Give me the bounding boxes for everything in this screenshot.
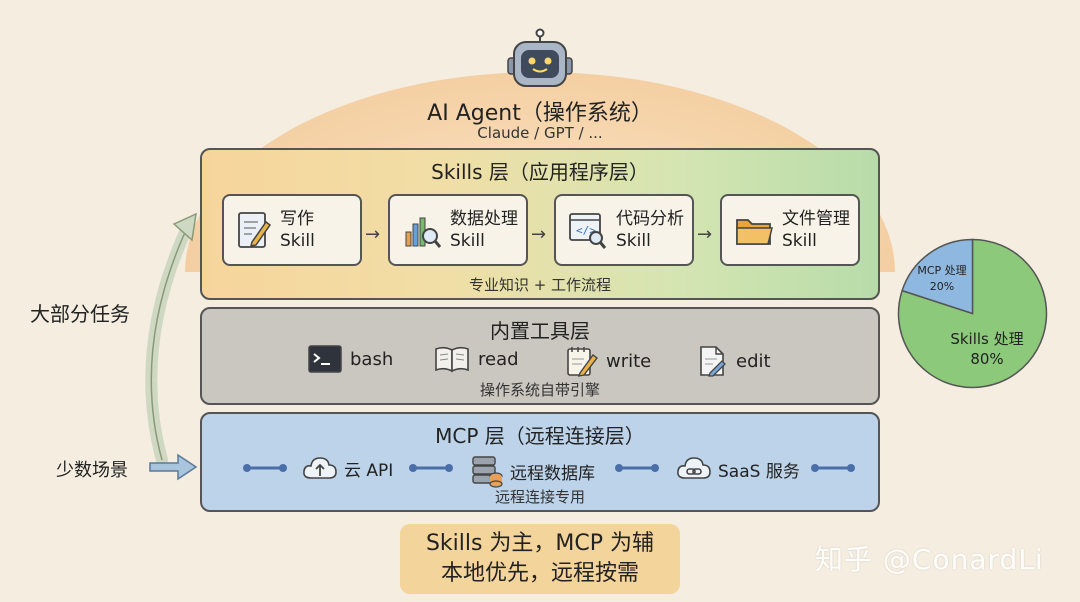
pie-label-mcp: MCP 处理 bbox=[917, 264, 966, 277]
skill-sub: Skill bbox=[616, 231, 651, 251]
database-icon bbox=[472, 456, 503, 488]
arrow-right-icon: → bbox=[365, 224, 381, 245]
motto-line-2: 本地优先，远程按需 bbox=[440, 561, 639, 586]
skill-card-writing[interactable]: 写作 Skill bbox=[222, 194, 362, 266]
skill-name: 数据处理 bbox=[450, 209, 518, 229]
tool-label: edit bbox=[736, 350, 771, 372]
folder-icon bbox=[736, 219, 773, 245]
cloud-upload-icon bbox=[303, 457, 337, 479]
pie-label-skills: Skills 处理 bbox=[950, 330, 1023, 348]
arrow-right-icon bbox=[149, 453, 198, 481]
label-most-tasks: 大部分任务 bbox=[30, 302, 130, 326]
motto-line-1: Skills 为主，MCP 为辅 bbox=[425, 531, 655, 556]
tool-read[interactable]: read bbox=[434, 345, 519, 373]
watermark: 知乎 @ConardLi bbox=[815, 543, 1044, 576]
tool-edit[interactable]: edit bbox=[698, 345, 771, 377]
pie-pct-skills: 80% bbox=[970, 350, 1003, 368]
skill-card-files[interactable]: 文件管理 Skill bbox=[720, 194, 860, 266]
data-chart-icon bbox=[405, 217, 442, 248]
tools-layer: 内置工具层 bash read write bbox=[200, 307, 880, 405]
connector-link-icon bbox=[615, 464, 659, 472]
mcp-layer-title: MCP 层（远程连接层） bbox=[435, 424, 645, 448]
tool-write[interactable]: write bbox=[566, 345, 651, 377]
label-few-scenarios: 少数场景 bbox=[56, 460, 128, 481]
pie-slice-1 bbox=[901, 238, 974, 315]
pie-slice-0 bbox=[897, 238, 1048, 389]
terminal-icon bbox=[308, 345, 342, 373]
connector-link-icon bbox=[409, 464, 453, 472]
tool-label: bash bbox=[350, 348, 394, 370]
tool-bash[interactable]: bash bbox=[308, 345, 393, 373]
arrow-right-icon: → bbox=[531, 224, 547, 245]
agent-subtitle: Claude / GPT / ... bbox=[477, 124, 603, 142]
writing-icon bbox=[238, 212, 272, 248]
ratio-pie-chart: Skills 处理 80% MCP 处理 20% bbox=[897, 238, 1048, 389]
book-icon bbox=[435, 346, 469, 373]
mcp-item-label: 云 API bbox=[344, 460, 394, 481]
motto-box: Skills 为主，MCP 为辅 本地优先，远程按需 bbox=[400, 524, 680, 594]
cloud-link-icon bbox=[677, 457, 711, 479]
skill-card-data[interactable]: 数据处理 Skill bbox=[388, 194, 528, 266]
mcp-item-label: 远程数据库 bbox=[510, 463, 595, 484]
skill-name: 写作 bbox=[280, 209, 314, 229]
tools-layer-footer: 操作系统自带引擎 bbox=[479, 381, 600, 399]
tool-label: write bbox=[606, 350, 652, 372]
agent-title: AI Agent（操作系统） bbox=[427, 101, 653, 126]
tools-layer-title: 内置工具层 bbox=[490, 319, 590, 343]
pie-pct-mcp: 20% bbox=[930, 280, 954, 293]
skill-sub: Skill bbox=[450, 231, 485, 251]
curved-arrow-up-icon bbox=[145, 212, 197, 466]
skills-layer: Skills 层（应用程序层） 写作 Skill → 数据处理 Skill → bbox=[200, 148, 880, 300]
mcp-item-remote-db[interactable]: 远程数据库 bbox=[470, 454, 595, 488]
code-window-icon: </> bbox=[569, 213, 607, 249]
skill-card-code[interactable]: </> 代码分析 Skill bbox=[554, 194, 694, 266]
document-edit-icon bbox=[700, 346, 726, 377]
notepad-pencil-icon bbox=[567, 347, 598, 377]
tool-label: read bbox=[478, 348, 519, 370]
mcp-item-label: SaaS 服务 bbox=[718, 461, 800, 482]
mcp-item-saas[interactable]: SaaS 服务 bbox=[676, 454, 800, 484]
skill-name: 文件管理 bbox=[782, 209, 850, 229]
mcp-item-cloud-api[interactable]: 云 API bbox=[302, 454, 393, 482]
connector-link-icon bbox=[811, 464, 855, 472]
skill-sub: Skill bbox=[782, 231, 817, 251]
skills-layer-footer: 专业知识 + 工作流程 bbox=[468, 276, 612, 294]
skills-layer-title: Skills 层（应用程序层） bbox=[431, 160, 649, 184]
skill-sub: Skill bbox=[280, 231, 315, 251]
mcp-layer-footer: 远程连接专用 bbox=[494, 488, 585, 506]
skill-name: 代码分析 bbox=[616, 209, 684, 229]
arrow-right-icon: → bbox=[697, 224, 713, 245]
mcp-layer: MCP 层（远程连接层） 云 API 远程数据库 bbox=[200, 412, 880, 512]
robot-icon bbox=[507, 28, 573, 87]
connector-link-icon bbox=[243, 464, 287, 472]
